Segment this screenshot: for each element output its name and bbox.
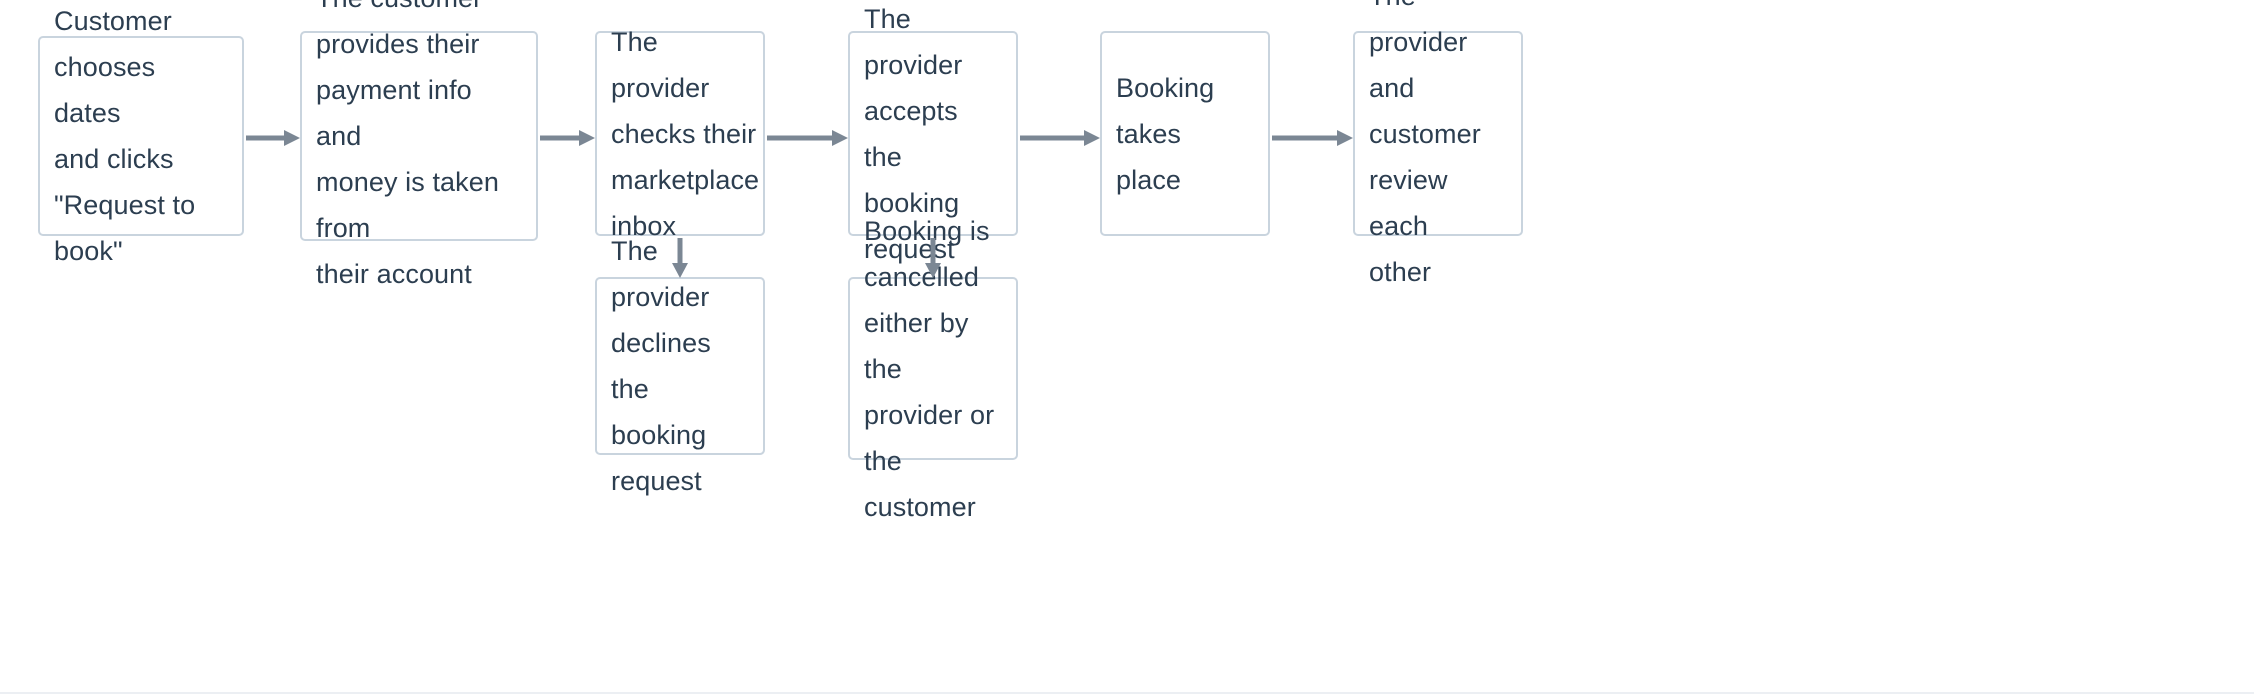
arrow-down-icon <box>925 238 941 278</box>
flow-node-label: Customer chooses dates and clicks "Reque… <box>54 6 196 266</box>
flow-node-customer-chooses-dates[interactable]: Customer chooses dates and clicks "Reque… <box>38 6 244 266</box>
flow-node-label: The customer provides their payment info… <box>316 0 499 289</box>
flow-node-label: The provider checks their marketplace in… <box>611 26 760 241</box>
flow-node-provider-declines-booking[interactable]: The provider declines the booking reques… <box>595 236 765 496</box>
flow-node-label: Booking is cancelled either by the provi… <box>864 215 995 522</box>
arrow-right-icon <box>540 130 595 146</box>
flow-node-provider-checks-inbox[interactable]: The provider checks their marketplace in… <box>595 27 765 241</box>
arrow-down-icon <box>672 238 688 278</box>
flow-node-label: The provider accepts the booking request <box>864 3 963 264</box>
flow-node-booking-cancelled[interactable]: Booking is cancelled either by the provi… <box>848 216 1018 522</box>
flow-node-review-each-other[interactable]: The provider and customer review each ot… <box>1353 0 1523 287</box>
flow-node-customer-provides-payment[interactable]: The customer provides their payment info… <box>300 0 538 289</box>
flow-node-label: Booking takes place <box>1116 72 1215 195</box>
arrow-right-icon <box>1272 130 1353 146</box>
flow-node-booking-takes-place[interactable]: Booking takes place <box>1100 31 1270 236</box>
arrow-right-icon <box>1020 130 1100 146</box>
flow-node-label: The provider declines the booking reques… <box>611 236 711 496</box>
flow-node-label: The provider and customer review each ot… <box>1369 0 1481 287</box>
flow-node-provider-accepts-booking[interactable]: The provider accepts the booking request <box>848 4 1018 264</box>
arrow-right-icon <box>246 130 300 146</box>
arrow-right-icon <box>767 130 848 146</box>
